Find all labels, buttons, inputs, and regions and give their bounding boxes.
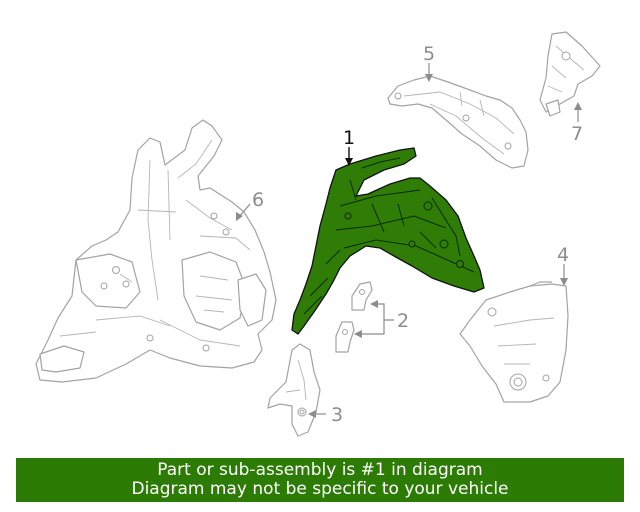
part-7-small-bracket[interactable] (539, 31, 601, 117)
part-2-clips[interactable] (335, 281, 373, 353)
callout-2: 2 (397, 310, 409, 332)
callout-6: 6 (252, 189, 264, 211)
callout-3: 3 (331, 404, 343, 426)
parts-diagram: 1 2 3 4 5 6 7 (35, 31, 601, 437)
part-3-lower-bracket[interactable] (267, 343, 321, 437)
banner-line-2: Diagram may not be specific to your vehi… (131, 479, 509, 499)
part-1-inner-quarter-panel[interactable] (291, 147, 485, 335)
part-6-inner-structure[interactable] (35, 119, 277, 383)
callout-7: 7 (571, 123, 583, 145)
part-4-wheelhouse-extension[interactable] (459, 281, 569, 403)
callout-1: 1 (343, 127, 355, 149)
part-5-upper-bracket[interactable] (387, 75, 529, 169)
callout-leaders (236, 63, 582, 418)
callout-5: 5 (423, 43, 435, 65)
part-notice-banner: Part or sub-assembly is #1 in diagram Di… (16, 458, 624, 502)
callout-4: 4 (557, 244, 569, 266)
banner-line-1: Part or sub-assembly is #1 in diagram (157, 460, 483, 480)
